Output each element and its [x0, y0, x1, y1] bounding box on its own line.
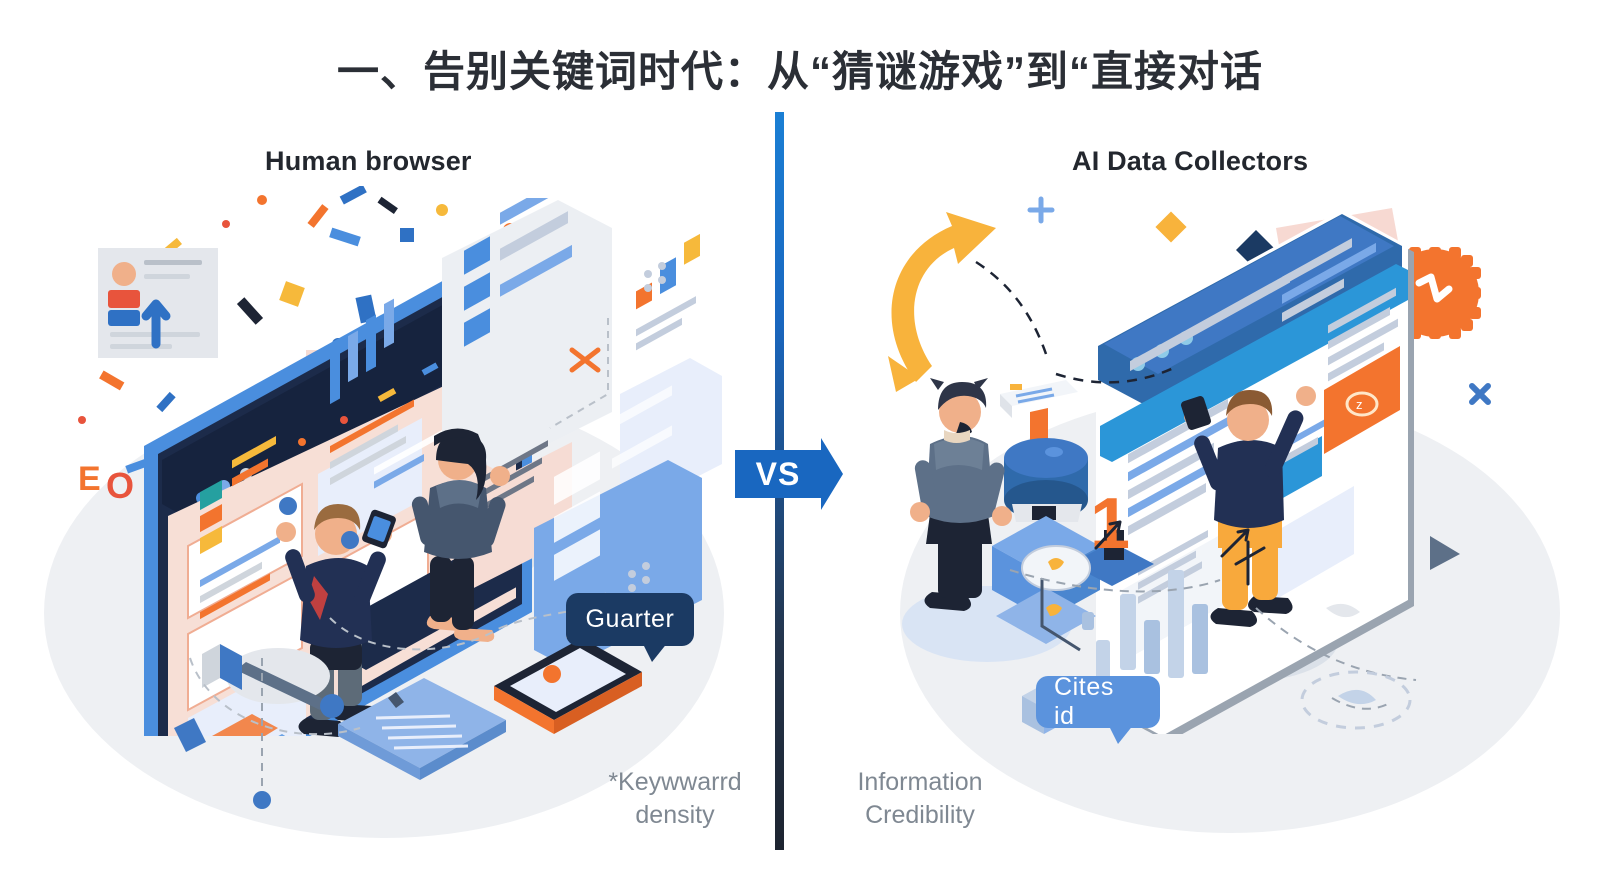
- notebook-object: [338, 678, 506, 780]
- page-title: 一、告别关键词时代：从“猜谜游戏”到“直接对话: [336, 48, 1263, 95]
- scene-human-browser: E O: [30, 186, 740, 848]
- ground-analytics-right: [1021, 520, 1266, 734]
- caption-keyword-density: *Keywwarrd density: [608, 768, 742, 829]
- speech-bubble-cites-id-label: Cites id: [1054, 673, 1114, 730]
- speech-bubble-cites-id: Cites id: [1036, 673, 1160, 744]
- tablet-object: [494, 630, 642, 734]
- vs-label: VS: [755, 455, 801, 492]
- panel-heading-human-browser: Human browser: [265, 146, 472, 176]
- person-analyst-right: [910, 378, 1012, 611]
- orange-curved-arrow: [888, 212, 996, 392]
- speech-bubble-guarter: Guarter: [566, 593, 694, 662]
- scene-ai-data-collectors: z: [860, 188, 1570, 848]
- wrench-tool: [174, 644, 344, 752]
- floating-doc-card: [98, 248, 218, 358]
- caption-information-credibility: Information Credibility: [857, 768, 983, 829]
- vs-badge: VS: [735, 438, 843, 510]
- svg-text:z: z: [1356, 397, 1363, 412]
- svg-text:E: E: [78, 460, 101, 498]
- svg-text:O: O: [106, 465, 134, 506]
- speech-bubble-guarter-label: Guarter: [585, 605, 675, 633]
- panel-heading-ai-data-collectors: AI Data Collectors: [1072, 146, 1309, 176]
